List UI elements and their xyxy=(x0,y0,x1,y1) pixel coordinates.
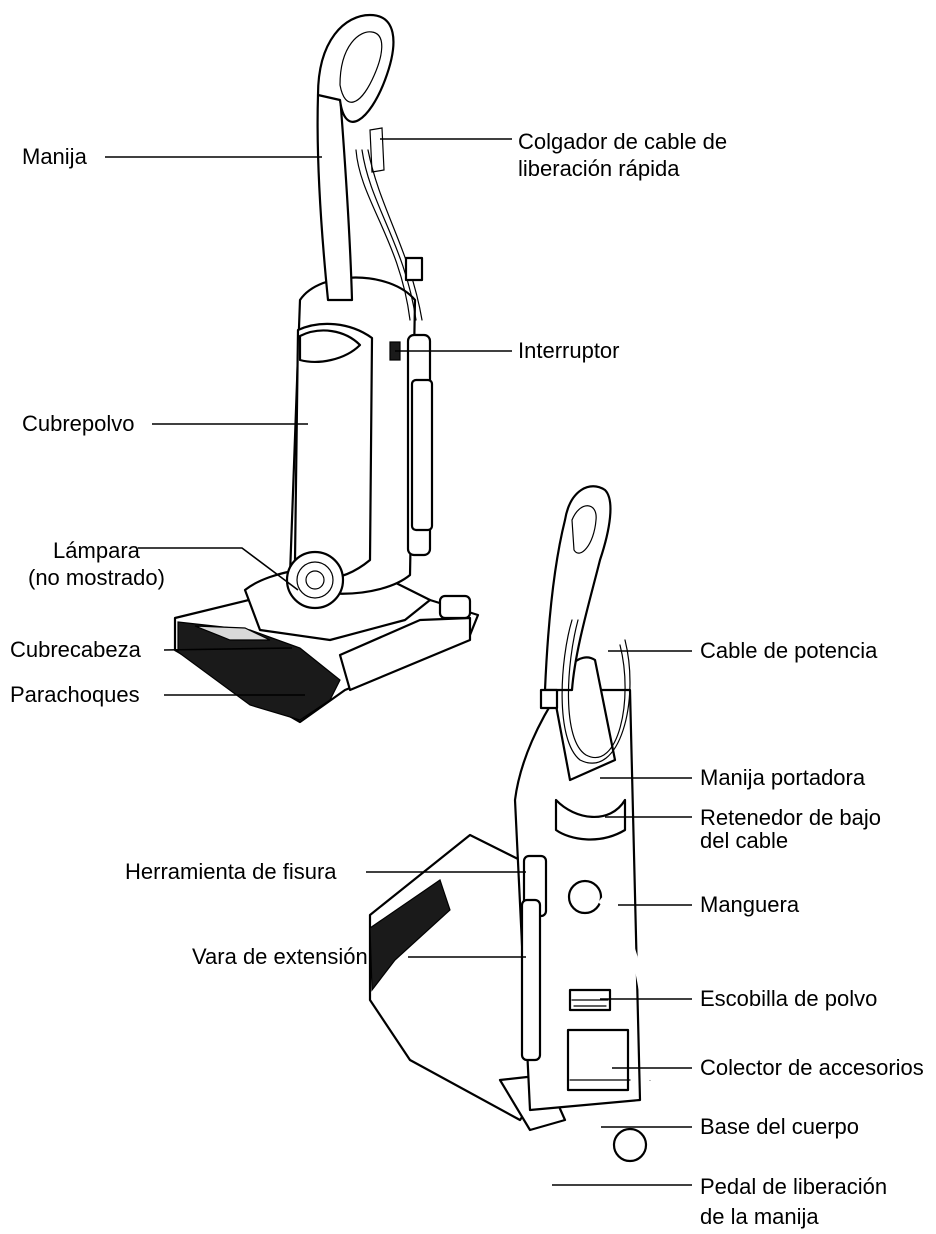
label-manija-portadora: Manija portadora xyxy=(700,767,865,789)
label-colgador: Colgador de cable de liberación rápida xyxy=(518,128,727,182)
label-lampara: Lámpara (no mostrado) xyxy=(28,537,165,591)
label-colector: Colector de accesorios xyxy=(700,1057,924,1079)
label-interruptor: Interruptor xyxy=(518,340,620,362)
lower-accessory-caddy xyxy=(568,1030,628,1090)
label-manija: Manija xyxy=(22,146,87,168)
upper-vacuum-illustration xyxy=(175,15,478,722)
label-base-cuerpo: Base del cuerpo xyxy=(700,1116,859,1138)
upper-plug xyxy=(406,258,422,280)
label-parachoques: Parachoques xyxy=(10,684,140,706)
label-manguera: Manguera xyxy=(700,894,799,916)
upper-wheel xyxy=(440,596,470,618)
lower-hose-port xyxy=(569,881,601,913)
label-vara-extension: Vara de extensión xyxy=(192,946,368,968)
label-pedal: Pedal de liberación de la manija xyxy=(700,1172,887,1232)
label-cable-potencia: Cable de potencia xyxy=(700,640,877,662)
lower-plug xyxy=(541,690,557,708)
label-retenedor: Retenedor de bajo del cable xyxy=(700,806,881,852)
lower-vacuum-illustration xyxy=(370,486,650,1161)
label-cubrecabeza: Cubrecabeza xyxy=(10,639,141,661)
upper-handle-stem xyxy=(318,95,352,300)
upper-lamp-disc xyxy=(287,552,343,608)
label-herramienta-fisura: Herramienta de fisura xyxy=(125,861,337,883)
label-cubrepolvo: Cubrepolvo xyxy=(22,413,135,435)
lower-extension-wand xyxy=(522,900,540,1060)
label-escobilla: Escobilla de polvo xyxy=(700,988,877,1010)
lower-rear-wheel xyxy=(614,1129,646,1161)
